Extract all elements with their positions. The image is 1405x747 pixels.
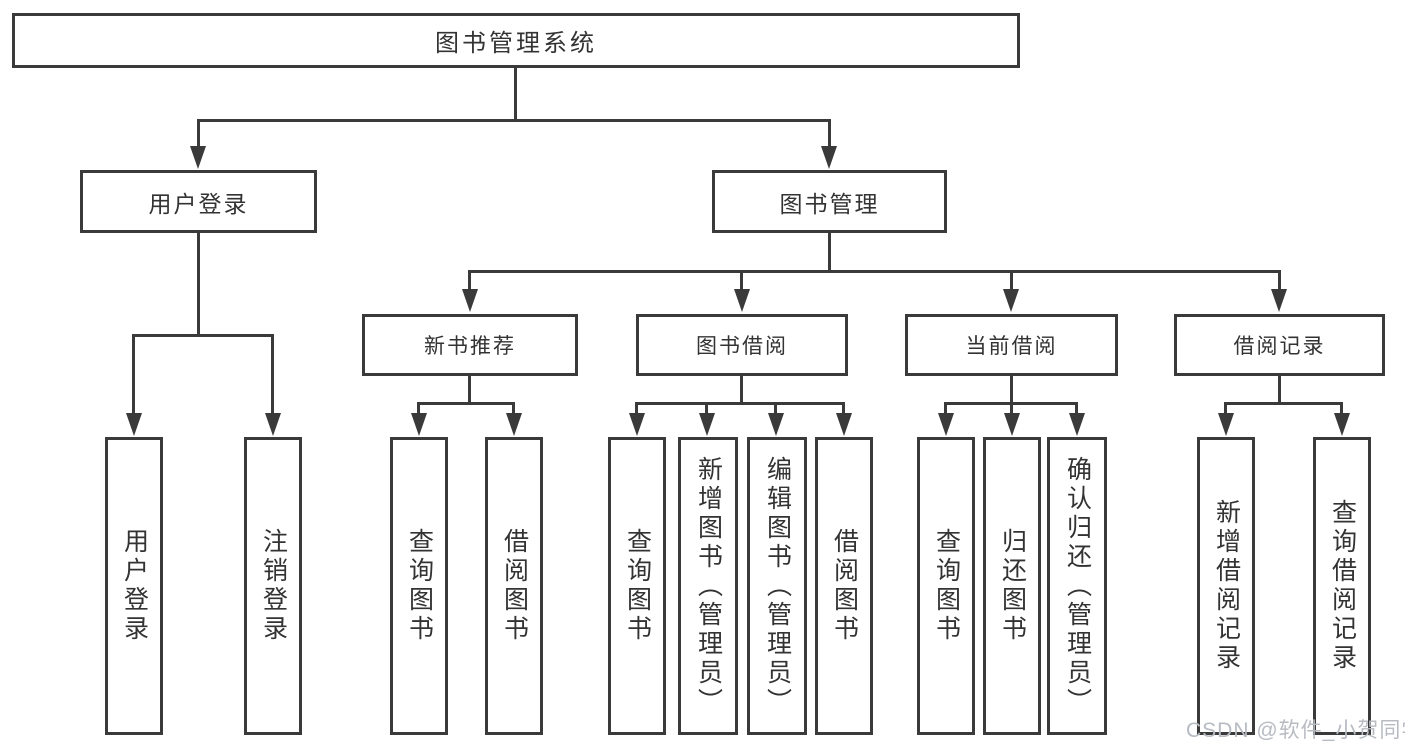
leaf-return-books: 归还图书: [983, 437, 1041, 735]
leaf-borrow-books-recommend-label: 借阅图书: [500, 528, 529, 644]
connector-line: [740, 376, 743, 405]
connector-line: [1278, 270, 1281, 292]
leaf-query-books-recommend: 查询图书: [390, 437, 448, 735]
node-current-borrowing-label: 当前借阅: [965, 335, 1058, 358]
connector-line: [1010, 402, 1013, 416]
connector-line: [468, 376, 471, 405]
connector-line: [944, 402, 947, 416]
connector-line: [774, 402, 777, 416]
arrow-down-icon: [836, 413, 852, 436]
arrow-down-icon: [821, 146, 837, 169]
connector-line: [635, 402, 638, 416]
connector-line: [1340, 402, 1343, 416]
connector-line: [468, 270, 471, 292]
branch-book-management-label: 图书管理: [779, 190, 880, 217]
connector-line: [132, 334, 135, 416]
node-book-borrowing-label: 图书借阅: [696, 335, 788, 358]
connector-line: [842, 402, 845, 416]
connector-line: [468, 270, 1281, 273]
node-root: 图书管理系统: [12, 13, 1020, 68]
leaf-query-books-borrowing-label: 查询图书: [623, 528, 652, 644]
arrow-down-icon: [1003, 289, 1019, 312]
leaf-borrow-books-recommend: 借阅图书: [485, 437, 543, 735]
branch-user-login-label: 用户登录: [148, 190, 249, 217]
connector-line: [740, 270, 743, 292]
branch-book-management: 图书管理: [712, 170, 947, 233]
arrow-down-icon: [699, 413, 715, 436]
connector-line: [635, 402, 845, 405]
connector-line: [132, 334, 274, 337]
connector-line: [1224, 402, 1343, 405]
node-root-label: 图书管理系统: [435, 30, 597, 57]
leaf-add-borrow-record-label: 新增借阅记录: [1212, 499, 1241, 673]
arrow-down-icon: [126, 413, 142, 436]
node-borrowing-records-label: 借阅记录: [1233, 335, 1326, 358]
leaf-logout: 注销登录: [244, 437, 302, 735]
leaf-query-books-current: 查询图书: [917, 437, 975, 735]
connector-line: [1224, 402, 1227, 416]
arrow-down-icon: [629, 413, 645, 436]
connector-line: [197, 119, 831, 122]
leaf-edit-book-admin-label: 编辑图书（管理员）: [763, 455, 792, 717]
arrow-down-icon: [190, 146, 206, 169]
leaf-query-borrow-record: 查询借阅记录: [1313, 437, 1371, 735]
leaf-confirm-return-admin-label: 确认归还（管理员）: [1063, 455, 1092, 717]
arrow-down-icon: [1218, 413, 1234, 436]
watermark: CSDN @软件_小贺同学: [1186, 719, 1405, 742]
leaf-return-books-label: 归还图书: [998, 528, 1027, 644]
connector-line: [271, 334, 274, 416]
leaf-edit-book-admin: 编辑图书（管理员）: [747, 437, 807, 735]
leaf-query-books-current-label: 查询图书: [932, 528, 961, 644]
leaf-add-book-admin: 新增图书（管理员）: [678, 437, 738, 735]
node-new-book-recommend: 新书推荐: [362, 314, 578, 376]
connector-line: [417, 402, 420, 416]
leaf-user-login: 用户登录: [105, 437, 163, 735]
arrow-down-icon: [411, 413, 427, 436]
leaf-query-borrow-record-label: 查询借阅记录: [1328, 499, 1357, 673]
arrow-down-icon: [1069, 413, 1085, 436]
connector-line: [197, 233, 200, 336]
leaf-add-borrow-record: 新增借阅记录: [1197, 437, 1255, 735]
node-borrowing-records: 借阅记录: [1174, 314, 1385, 376]
arrow-down-icon: [462, 289, 478, 312]
leaf-logout-label: 注销登录: [259, 528, 288, 644]
connector-line: [1278, 376, 1281, 405]
connector-line: [197, 119, 200, 150]
leaf-borrow-books-borrowing-label: 借阅图书: [830, 528, 859, 644]
arrow-down-icon: [1271, 289, 1287, 312]
connector-line: [828, 233, 831, 272]
arrow-down-icon: [506, 413, 522, 436]
connector-line: [1010, 376, 1013, 405]
arrow-down-icon: [734, 289, 750, 312]
leaf-query-books-borrowing: 查询图书: [608, 437, 666, 735]
connector-line: [512, 402, 515, 416]
leaf-user-login-label: 用户登录: [120, 528, 149, 644]
leaf-add-book-admin-label: 新增图书（管理员）: [694, 455, 723, 717]
arrow-down-icon: [1334, 413, 1350, 436]
arrow-down-icon: [265, 413, 281, 436]
connector-line: [514, 68, 517, 121]
leaf-query-books-recommend-label: 查询图书: [405, 528, 434, 644]
node-new-book-recommend-label: 新书推荐: [424, 335, 516, 358]
branch-user-login: 用户登录: [80, 170, 317, 233]
connector-line: [828, 119, 831, 150]
node-book-borrowing: 图书借阅: [636, 314, 848, 376]
arrow-down-icon: [768, 413, 784, 436]
leaf-borrow-books-borrowing: 借阅图书: [815, 437, 873, 735]
connector-line: [705, 402, 708, 416]
arrow-down-icon: [938, 413, 954, 436]
connector-line: [1075, 402, 1078, 416]
node-current-borrowing: 当前借阅: [905, 314, 1118, 376]
arrow-down-icon: [1004, 413, 1020, 436]
connector-line: [417, 402, 515, 405]
leaf-confirm-return-admin: 确认归还（管理员）: [1047, 437, 1107, 735]
connector-line: [1010, 270, 1013, 292]
